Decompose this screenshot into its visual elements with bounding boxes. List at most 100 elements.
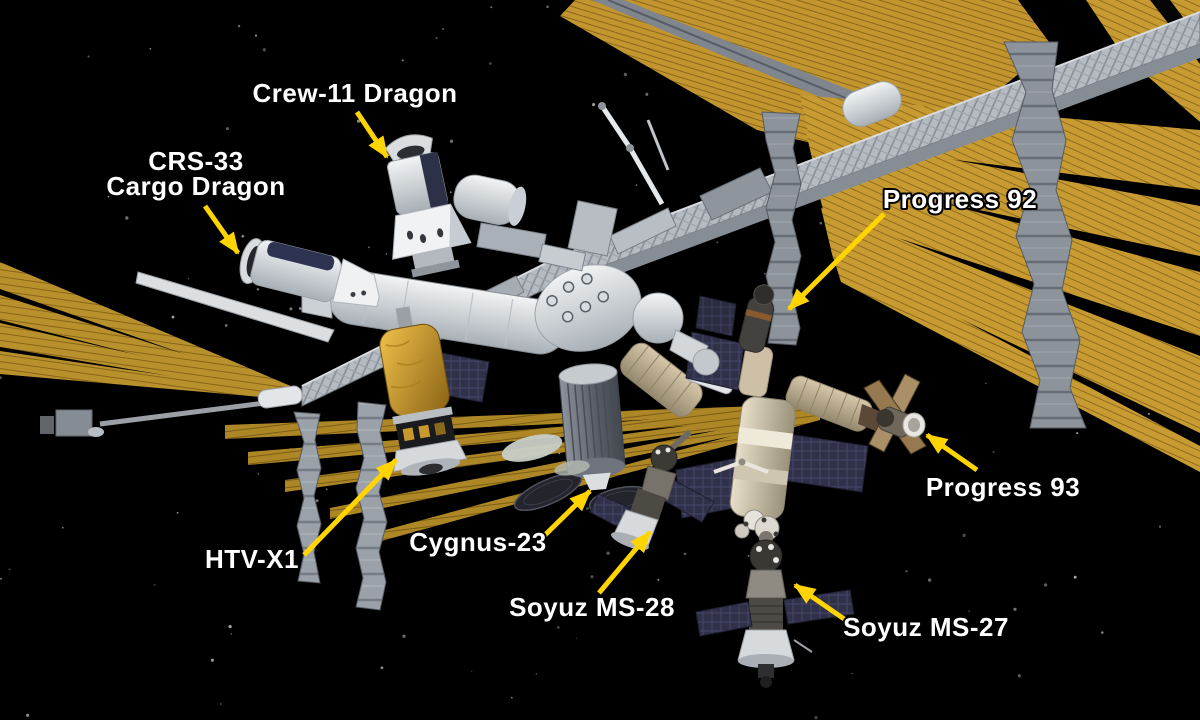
star [585, 506, 590, 511]
star [635, 184, 638, 186]
arrow-crs-33-cargo-dragon [202, 204, 241, 255]
arrow-crew-11-dragon [354, 110, 390, 159]
star [87, 55, 90, 58]
airlock-cylinder [842, 81, 902, 127]
star [228, 625, 232, 629]
radiator-column [1003, 41, 1087, 429]
porthole-module [534, 264, 642, 352]
star [764, 272, 766, 275]
arrow-soyuz-ms-27 [793, 582, 849, 624]
port-truss-boom [99, 397, 289, 427]
star [0, 376, 2, 380]
star [8, 568, 11, 571]
soyuz-wing [695, 601, 753, 637]
star [526, 537, 528, 539]
star [401, 59, 404, 62]
radiator-column [761, 111, 802, 346]
prichal-node [734, 509, 780, 541]
star [171, 315, 175, 319]
callout-progress-93: Progress 93 [924, 432, 1082, 504]
soyuz-ms-28-craft [589, 429, 715, 550]
star [385, 253, 388, 255]
thermal-radiator-panel [135, 271, 335, 343]
star [356, 119, 361, 123]
star [435, 36, 438, 40]
star [985, 382, 987, 385]
star [716, 241, 719, 244]
star [149, 47, 152, 50]
label-progress-92: Progress 92 [883, 184, 1037, 214]
callout-crew-11-dragon: Crew-11 Dragon [251, 76, 459, 159]
star [0, 577, 2, 580]
star [471, 670, 473, 672]
label-crew-11-dragon: Crew-11 Dragon [253, 78, 458, 108]
star [176, 512, 179, 514]
array-mast [592, 0, 860, 104]
star [968, 610, 971, 613]
star [606, 551, 610, 555]
star [683, 552, 687, 556]
star [187, 278, 190, 280]
star [237, 24, 241, 28]
crew11-dragon-craft [384, 134, 472, 278]
star [449, 191, 452, 194]
callout-soyuz-ms-28: Soyuz MS-28 [507, 530, 676, 624]
iss-core-modules [301, 102, 892, 436]
callout-cygnus-23: Cygnus-23 [407, 489, 592, 559]
arrow-progress-93 [925, 432, 979, 473]
star [592, 103, 596, 107]
star [1076, 432, 1079, 435]
truss-equipment-box [609, 207, 677, 255]
arrow-soyuz-ms-28 [597, 530, 652, 595]
progress-92-craft [738, 284, 775, 398]
star [489, 62, 492, 65]
star [1013, 607, 1017, 611]
star [490, 6, 493, 9]
star [225, 127, 229, 131]
port-solar-array-wing [0, 262, 335, 401]
star [575, 637, 578, 640]
star [230, 633, 233, 635]
star [449, 139, 454, 143]
callout-htv-x1: HTV-X1 [203, 458, 398, 576]
crs33-cargo-dragon-craft [239, 238, 380, 308]
star [645, 92, 649, 96]
star [1043, 583, 1048, 587]
pale-radiator-discs [501, 434, 590, 476]
arrow-cygnus-23 [542, 489, 592, 538]
star [851, 672, 853, 675]
star [262, 48, 266, 52]
star [153, 583, 156, 586]
star [25, 713, 30, 717]
star [210, 658, 214, 662]
star [747, 555, 750, 557]
starboard-solar-fan [800, 95, 1200, 472]
label-soyuz-ms-27: Soyuz MS-27 [843, 612, 1009, 642]
star [510, 696, 513, 699]
callout-progress-92: Progress 92 [787, 182, 1039, 311]
star [241, 234, 245, 238]
star [1017, 674, 1021, 678]
star [1073, 575, 1077, 579]
star [1147, 412, 1150, 416]
star [325, 488, 328, 491]
star [224, 324, 228, 327]
star [992, 450, 995, 454]
star [443, 88, 446, 92]
arrow-htv-x1 [302, 458, 398, 557]
star [1158, 525, 1162, 528]
star [61, 526, 64, 529]
label-cygnus-23: Cygnus-23 [409, 527, 546, 557]
star [814, 715, 818, 720]
radiator-columns [293, 41, 1087, 611]
star [623, 72, 628, 77]
label-progress-93: Progress 93 [926, 472, 1080, 502]
zarya-module [620, 342, 703, 417]
star [962, 533, 966, 538]
star [639, 606, 643, 610]
star [256, 288, 260, 291]
